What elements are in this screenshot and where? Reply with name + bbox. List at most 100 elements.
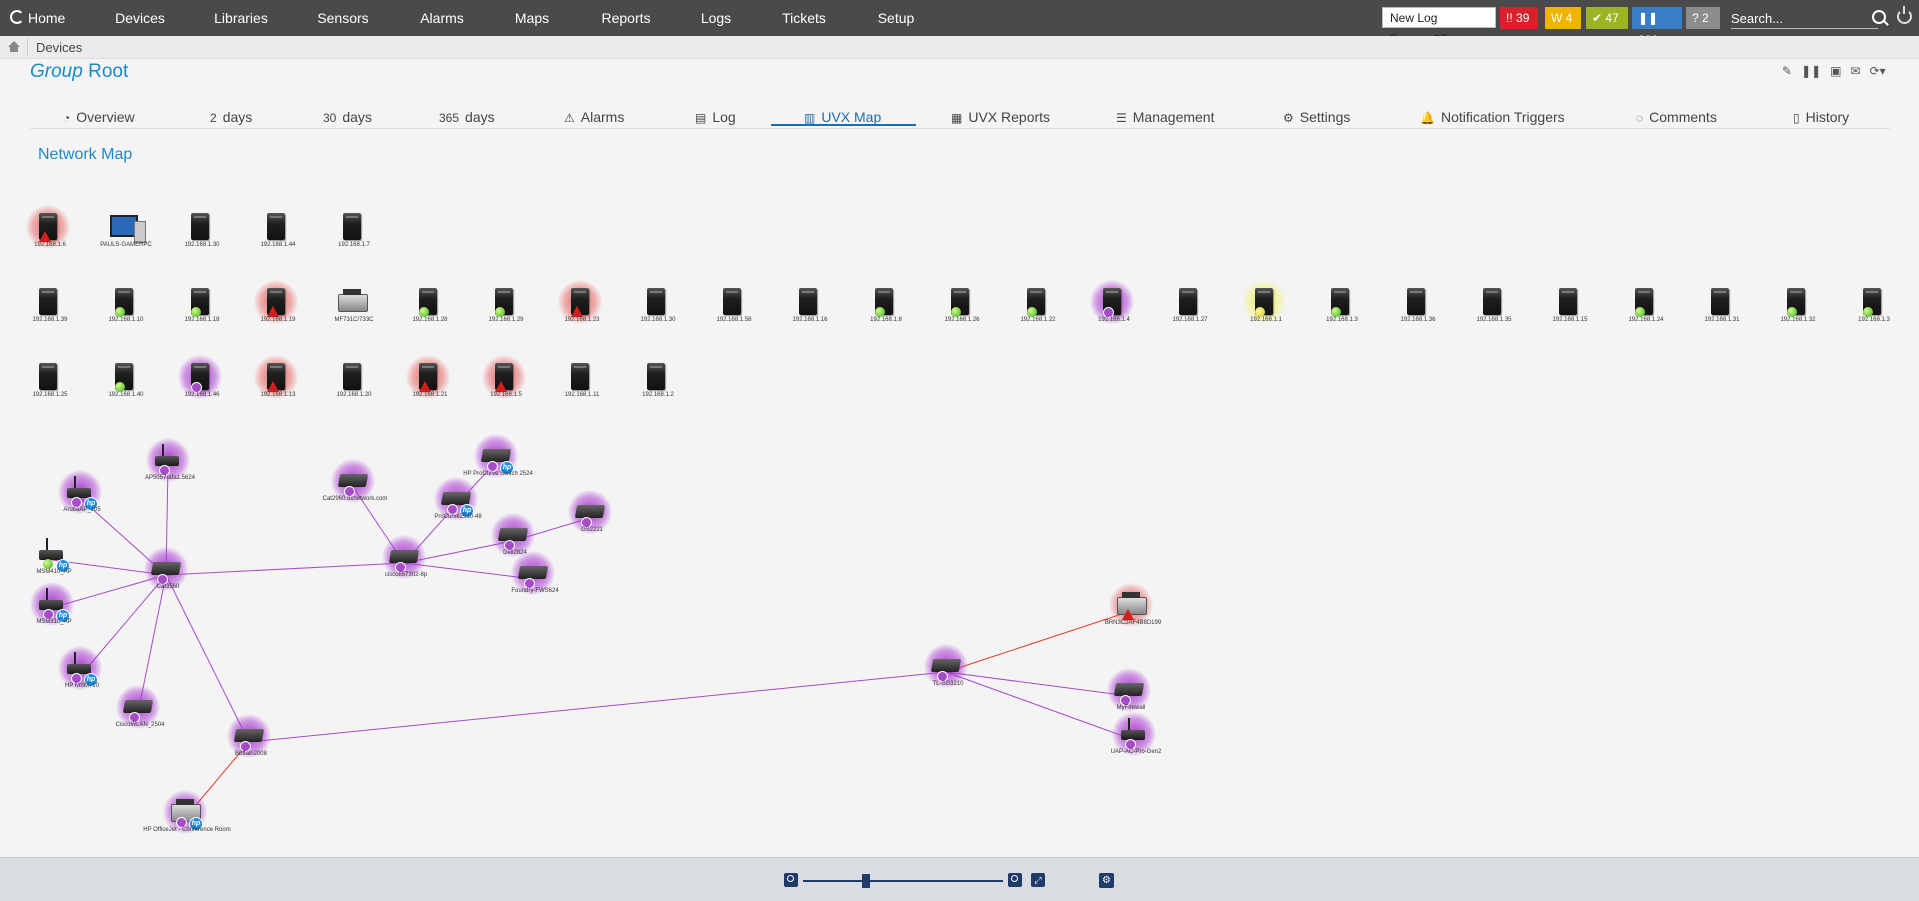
unknown-badge[interactable]: ? 2: [1686, 7, 1720, 29]
device-node[interactable]: PAULS-GAMERPC: [96, 205, 156, 265]
zoom-slider-track[interactable]: [803, 880, 1003, 882]
device-node[interactable]: 192.168.1.18: [172, 280, 232, 340]
nav-logs[interactable]: Logs: [700, 10, 732, 26]
tab-settings[interactable]: ⚙Settings: [1283, 104, 1350, 128]
device-node[interactable]: 192.168.1.27: [1160, 280, 1220, 340]
tab-management[interactable]: ☰Management: [1116, 104, 1214, 128]
paused-badge[interactable]: ❚❚ 306: [1632, 7, 1682, 47]
warning-badge[interactable]: W 4: [1545, 7, 1581, 29]
device-node[interactable]: 192.168.1.35: [1464, 280, 1524, 340]
device-node[interactable]: 192.168.1.19: [248, 280, 308, 340]
tab-overview[interactable]: ◔Overview: [63, 104, 135, 128]
device-node[interactable]: 192.168.1.39: [20, 280, 80, 340]
device-node[interactable]: 192.168.1.10: [96, 280, 156, 340]
home-icon[interactable]: [8, 41, 20, 52]
nav-setup[interactable]: Setup: [877, 10, 915, 26]
device-node[interactable]: CiscoWLAN_2504: [110, 685, 170, 745]
tab-alarms[interactable]: ⚠Alarms: [564, 104, 624, 128]
device-node[interactable]: 192.168.1.6: [20, 205, 80, 265]
device-node[interactable]: 192.168.1.30: [172, 205, 232, 265]
wrench-icon[interactable]: ✎: [1782, 64, 1793, 78]
nav-home[interactable]: Home: [10, 0, 70, 36]
pause-icon[interactable]: ❚❚: [1801, 64, 1822, 78]
device-node[interactable]: 192.168.1.26: [932, 280, 992, 340]
device-node[interactable]: 192.168.1.16: [780, 280, 840, 340]
map-settings-gear-icon[interactable]: ⚙: [1099, 873, 1114, 888]
device-node[interactable]: 192.168.1.30: [628, 280, 688, 340]
device-node[interactable]: 192.168.1.31: [1692, 280, 1752, 340]
device-node[interactable]: 192.168.1.40: [96, 355, 156, 415]
search-icon[interactable]: [1872, 10, 1886, 24]
tab-uvx-reports[interactable]: ▦UVX Reports: [951, 104, 1050, 128]
device-node[interactable]: 192.168.1.36: [1388, 280, 1448, 340]
device-node[interactable]: Cat3560: [138, 547, 198, 607]
nav-tickets[interactable]: Tickets: [782, 10, 826, 26]
search-input[interactable]: Search...: [1731, 8, 1878, 29]
tab-notification-triggers[interactable]: 🔔Notification Triggers: [1420, 104, 1565, 128]
device-node[interactable]: 192.168.1.2: [628, 355, 688, 415]
logout-power-icon[interactable]: [1897, 6, 1912, 24]
device-node[interactable]: 192.168.1.7: [324, 205, 384, 265]
device-node[interactable]: Cat2960.ocnetwork.com: [323, 459, 387, 519]
device-node[interactable]: 192.168.1.29: [476, 280, 536, 340]
device-node[interactable]: 192.168.1.21: [400, 355, 460, 415]
nav-alarms[interactable]: Alarms: [420, 10, 464, 26]
device-node[interactable]: AP5057-afa1.5624: [140, 438, 200, 498]
device-node[interactable]: 192.168.1.3: [1312, 280, 1372, 340]
nav-devices[interactable]: Devices: [115, 10, 165, 26]
breadcrumb-devices[interactable]: Devices: [36, 40, 83, 55]
device-node[interactable]: GS2221: [562, 490, 622, 550]
device-node[interactable]: MF731C/733C: [324, 280, 384, 340]
device-node[interactable]: 192.168.1.13: [248, 355, 308, 415]
tab-history[interactable]: ▯History: [1793, 104, 1849, 128]
network-map-canvas[interactable]: 192.168.1.6 PAULS-GAMERPC 192.168.1.30 192.…: [0, 150, 1919, 850]
device-node[interactable]: 192.168.1.23: [552, 280, 612, 340]
zoom-out-icon[interactable]: [784, 873, 798, 887]
zoom-slider-handle[interactable]: [862, 874, 870, 888]
device-node[interactable]: Dell2824: [485, 513, 545, 573]
tab-uvx-map[interactable]: ▥UVX Map: [804, 104, 881, 128]
device-node[interactable]: 192.168.1.8: [856, 280, 916, 340]
device-node[interactable]: cisco857302-8p: [376, 535, 436, 595]
add-icon[interactable]: ▣: [1830, 64, 1842, 78]
device-node[interactable]: 192.168.1.24: [1616, 280, 1676, 340]
new-log-entries-button[interactable]: New Log Entries27: [1382, 7, 1496, 46]
device-node[interactable]: UAP-AC-Pro-Gen2: [1106, 712, 1166, 772]
nav-libraries[interactable]: Libraries: [214, 10, 268, 26]
device-node[interactable]: 192.168.1.32: [1768, 280, 1828, 340]
nav-reports[interactable]: Reports: [601, 10, 651, 26]
device-node[interactable]: 192.168.1.20: [324, 355, 384, 415]
device-node[interactable]: 192.168.1.28: [400, 280, 460, 340]
device-node[interactable]: 192.168.1.11: [552, 355, 612, 415]
device-node[interactable]: 192.168.1.25: [20, 355, 80, 415]
nav-maps[interactable]: Maps: [514, 10, 550, 26]
email-icon[interactable]: ✉: [1850, 64, 1861, 78]
device-node[interactable]: MyFirewall: [1101, 668, 1161, 728]
device-node[interactable]: 192.168.1.58: [704, 280, 764, 340]
device-node[interactable]: 192.168.1.22: [1008, 280, 1068, 340]
device-node[interactable]: Buffalo2008: [221, 714, 281, 774]
device-node[interactable]: 192.168.1.46: [172, 355, 232, 415]
device-node[interactable]: 192.168.1.3: [1844, 280, 1904, 340]
ok-badge[interactable]: ✔ 47: [1586, 7, 1628, 29]
device-node[interactable]: 192.168.1.1: [1236, 280, 1296, 340]
device-node[interactable]: BRN3C2AF4B8D199: [1103, 583, 1163, 643]
device-node[interactable]: 192.168.1.5: [476, 355, 536, 415]
device-node[interactable]: 192.168.1.15: [1540, 280, 1600, 340]
device-node[interactable]: 192.168.1.44: [248, 205, 308, 265]
refresh-icon[interactable]: ⟳▾: [1869, 64, 1886, 78]
nav-sensors[interactable]: Sensors: [317, 10, 369, 26]
tab-log[interactable]: ▤Log: [695, 104, 736, 128]
zoom-in-icon[interactable]: [1008, 873, 1022, 887]
device-node[interactable]: Foundry-FWS624: [505, 551, 565, 611]
